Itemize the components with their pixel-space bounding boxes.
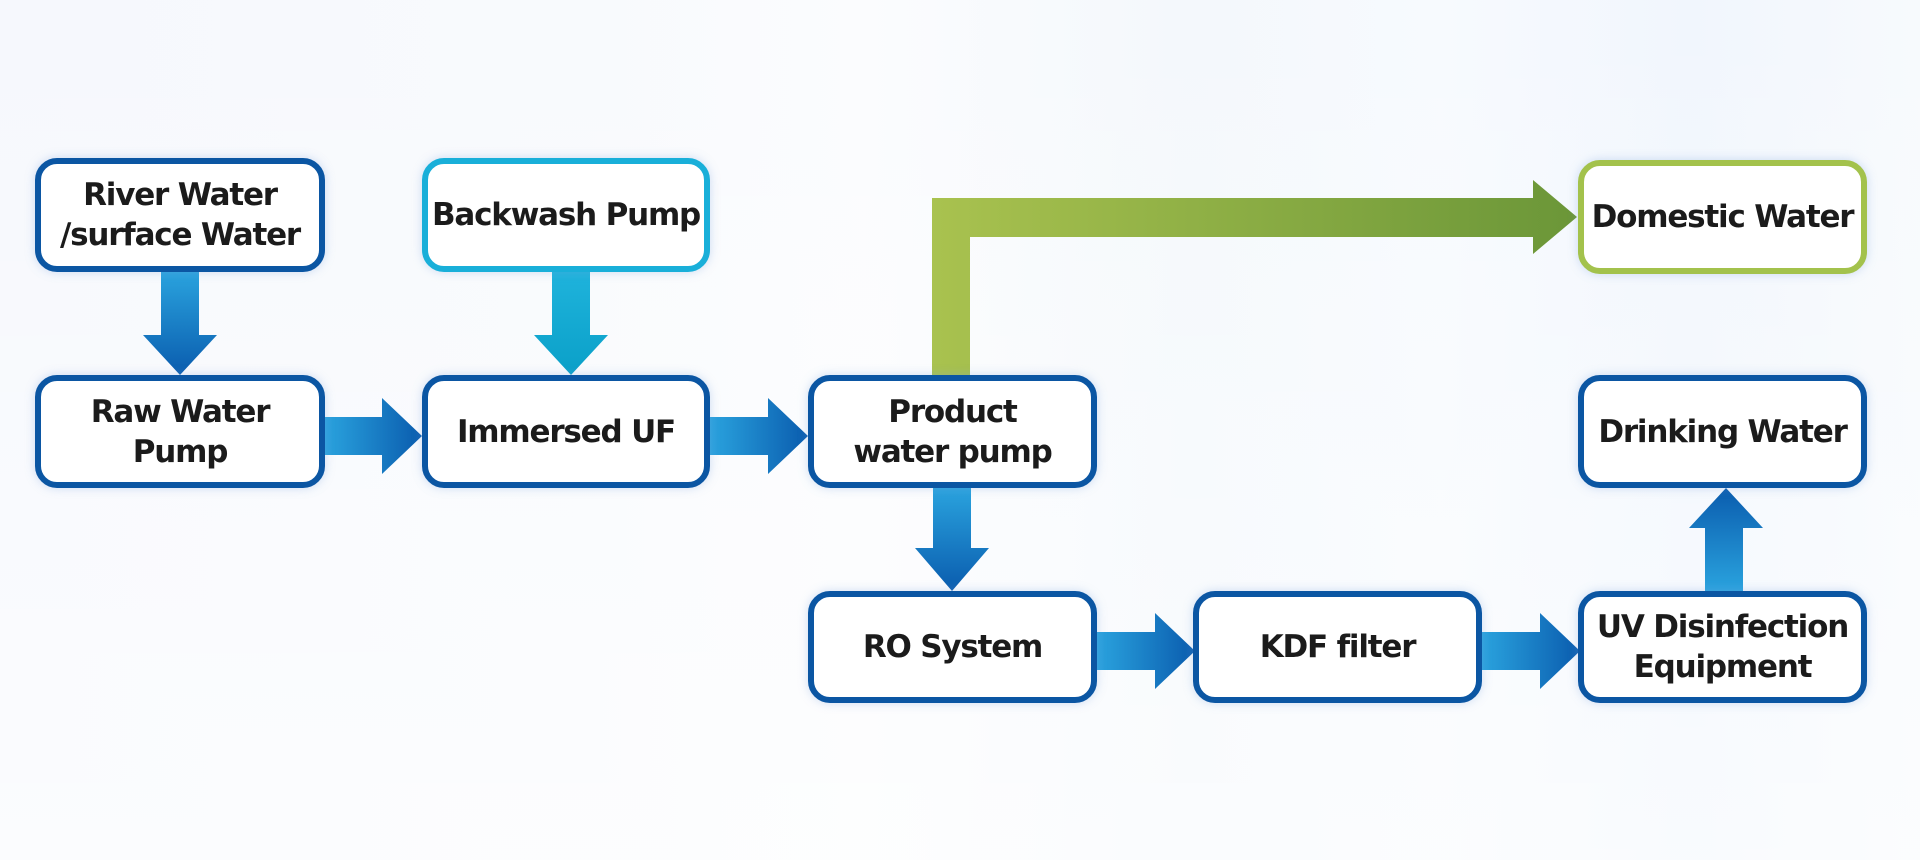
arrow-product-pump-to-ro (915, 488, 989, 591)
node-drinking-water: Drinking Water (1578, 375, 1867, 488)
arrow-product-pump-to-domestic (932, 180, 1577, 377)
node-label: Product water pump (853, 393, 1052, 470)
arrow-uv-to-drinking (1689, 488, 1763, 591)
node-river-water: River Water /surface Water (35, 158, 325, 272)
node-label: Immersed UF (456, 413, 676, 450)
arrow-uf-to-product-pump (710, 398, 808, 474)
node-label: Domestic Water (1591, 199, 1855, 235)
arrow-ro-to-kdf (1097, 613, 1195, 689)
node-label: UV Disinfection Equipment (1596, 609, 1849, 685)
arrow-backwash-to-uf (534, 272, 608, 375)
arrow-kdf-to-uv (1482, 613, 1580, 689)
node-label: Backwash Pump (431, 197, 701, 233)
node-label: River Water /surface Water (59, 177, 301, 253)
node-domestic-water: Domestic Water (1578, 160, 1867, 274)
node-raw-water-pump: Raw Water Pump (35, 375, 325, 488)
node-ro-system: RO System (808, 591, 1097, 703)
node-backwash-pump: Backwash Pump (422, 158, 710, 272)
arrow-river-to-raw-pump (143, 272, 217, 375)
node-label: RO System (862, 629, 1044, 665)
node-uv-disinfection: UV Disinfection Equipment (1578, 591, 1867, 703)
node-kdf-filter: KDF filter (1193, 591, 1482, 703)
node-immersed-uf: Immersed UF (422, 375, 710, 488)
arrow-raw-pump-to-uf (325, 398, 422, 474)
node-label: Raw Water Pump (90, 393, 271, 470)
node-product-water-pump: Product water pump (808, 375, 1097, 488)
node-label: Drinking Water (1598, 413, 1848, 450)
node-label: KDF filter (1259, 629, 1417, 665)
